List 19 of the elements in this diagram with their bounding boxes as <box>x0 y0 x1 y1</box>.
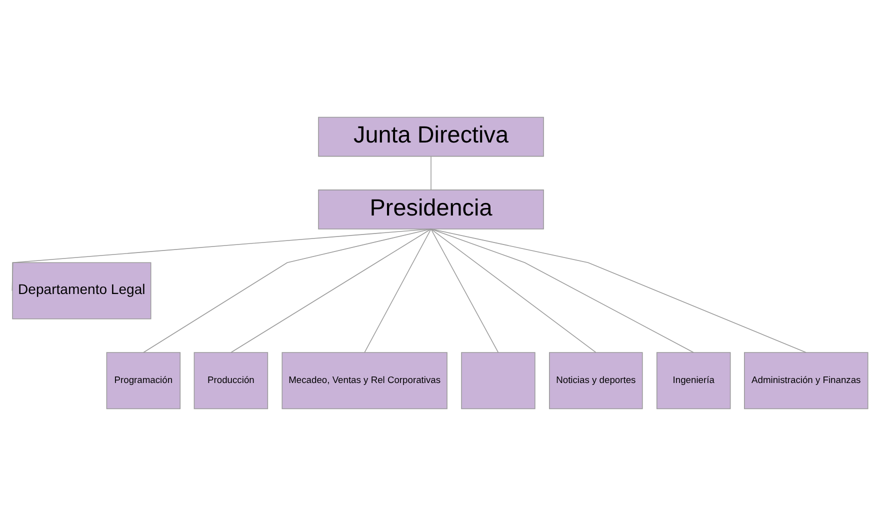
connector <box>430 228 694 352</box>
node-box: Departamento Legal <box>12 262 151 319</box>
connector <box>430 228 806 352</box>
connector <box>430 156 431 190</box>
connector <box>230 228 431 352</box>
node-box: Ingeniería <box>656 352 730 409</box>
node-box: Producción <box>193 352 268 409</box>
node-box: Mecadeo, Ventas y Rel Corporativas <box>281 352 447 409</box>
node-box: Noticias y deportes <box>548 352 642 409</box>
connector <box>142 228 431 352</box>
node-box: Junta Directiva <box>318 116 544 156</box>
connector <box>430 228 596 352</box>
node-box: Presidencia <box>318 189 544 229</box>
connector <box>364 228 431 352</box>
node-box: Programación <box>106 352 180 409</box>
connector <box>430 228 498 352</box>
node-box: Administración y Finanzas <box>744 352 868 409</box>
connector <box>11 228 431 291</box>
node-box <box>460 352 535 409</box>
